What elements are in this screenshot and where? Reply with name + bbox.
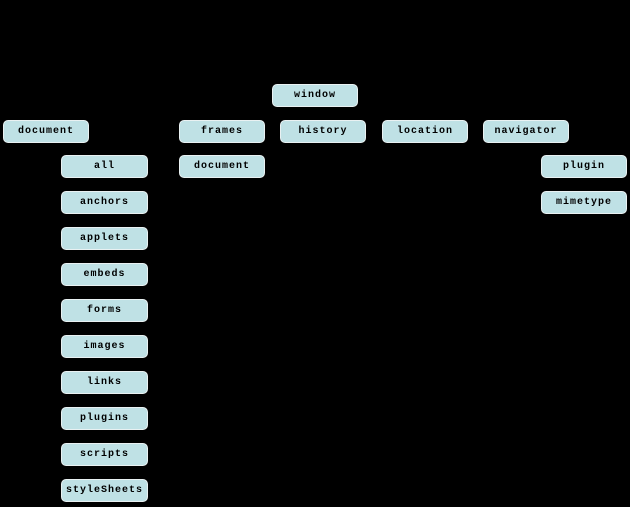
node-applets: applets	[61, 227, 148, 250]
node-document: document	[3, 120, 89, 143]
node-navigator: navigator	[483, 120, 569, 143]
node-scripts: scripts	[61, 443, 148, 466]
node-forms: forms	[61, 299, 148, 322]
node-embeds: embeds	[61, 263, 148, 286]
node-location: location	[382, 120, 468, 143]
node-anchors: anchors	[61, 191, 148, 214]
node-plugins: plugins	[61, 407, 148, 430]
node-frames: frames	[179, 120, 265, 143]
node-plugin: plugin	[541, 155, 627, 178]
node-history: history	[280, 120, 366, 143]
node-all: all	[61, 155, 148, 178]
node-stylesheets: styleSheets	[61, 479, 148, 502]
node-window: window	[272, 84, 358, 107]
node-links: links	[61, 371, 148, 394]
node-images: images	[61, 335, 148, 358]
node-frames-document: document	[179, 155, 265, 178]
node-mimetype: mimetype	[541, 191, 627, 214]
